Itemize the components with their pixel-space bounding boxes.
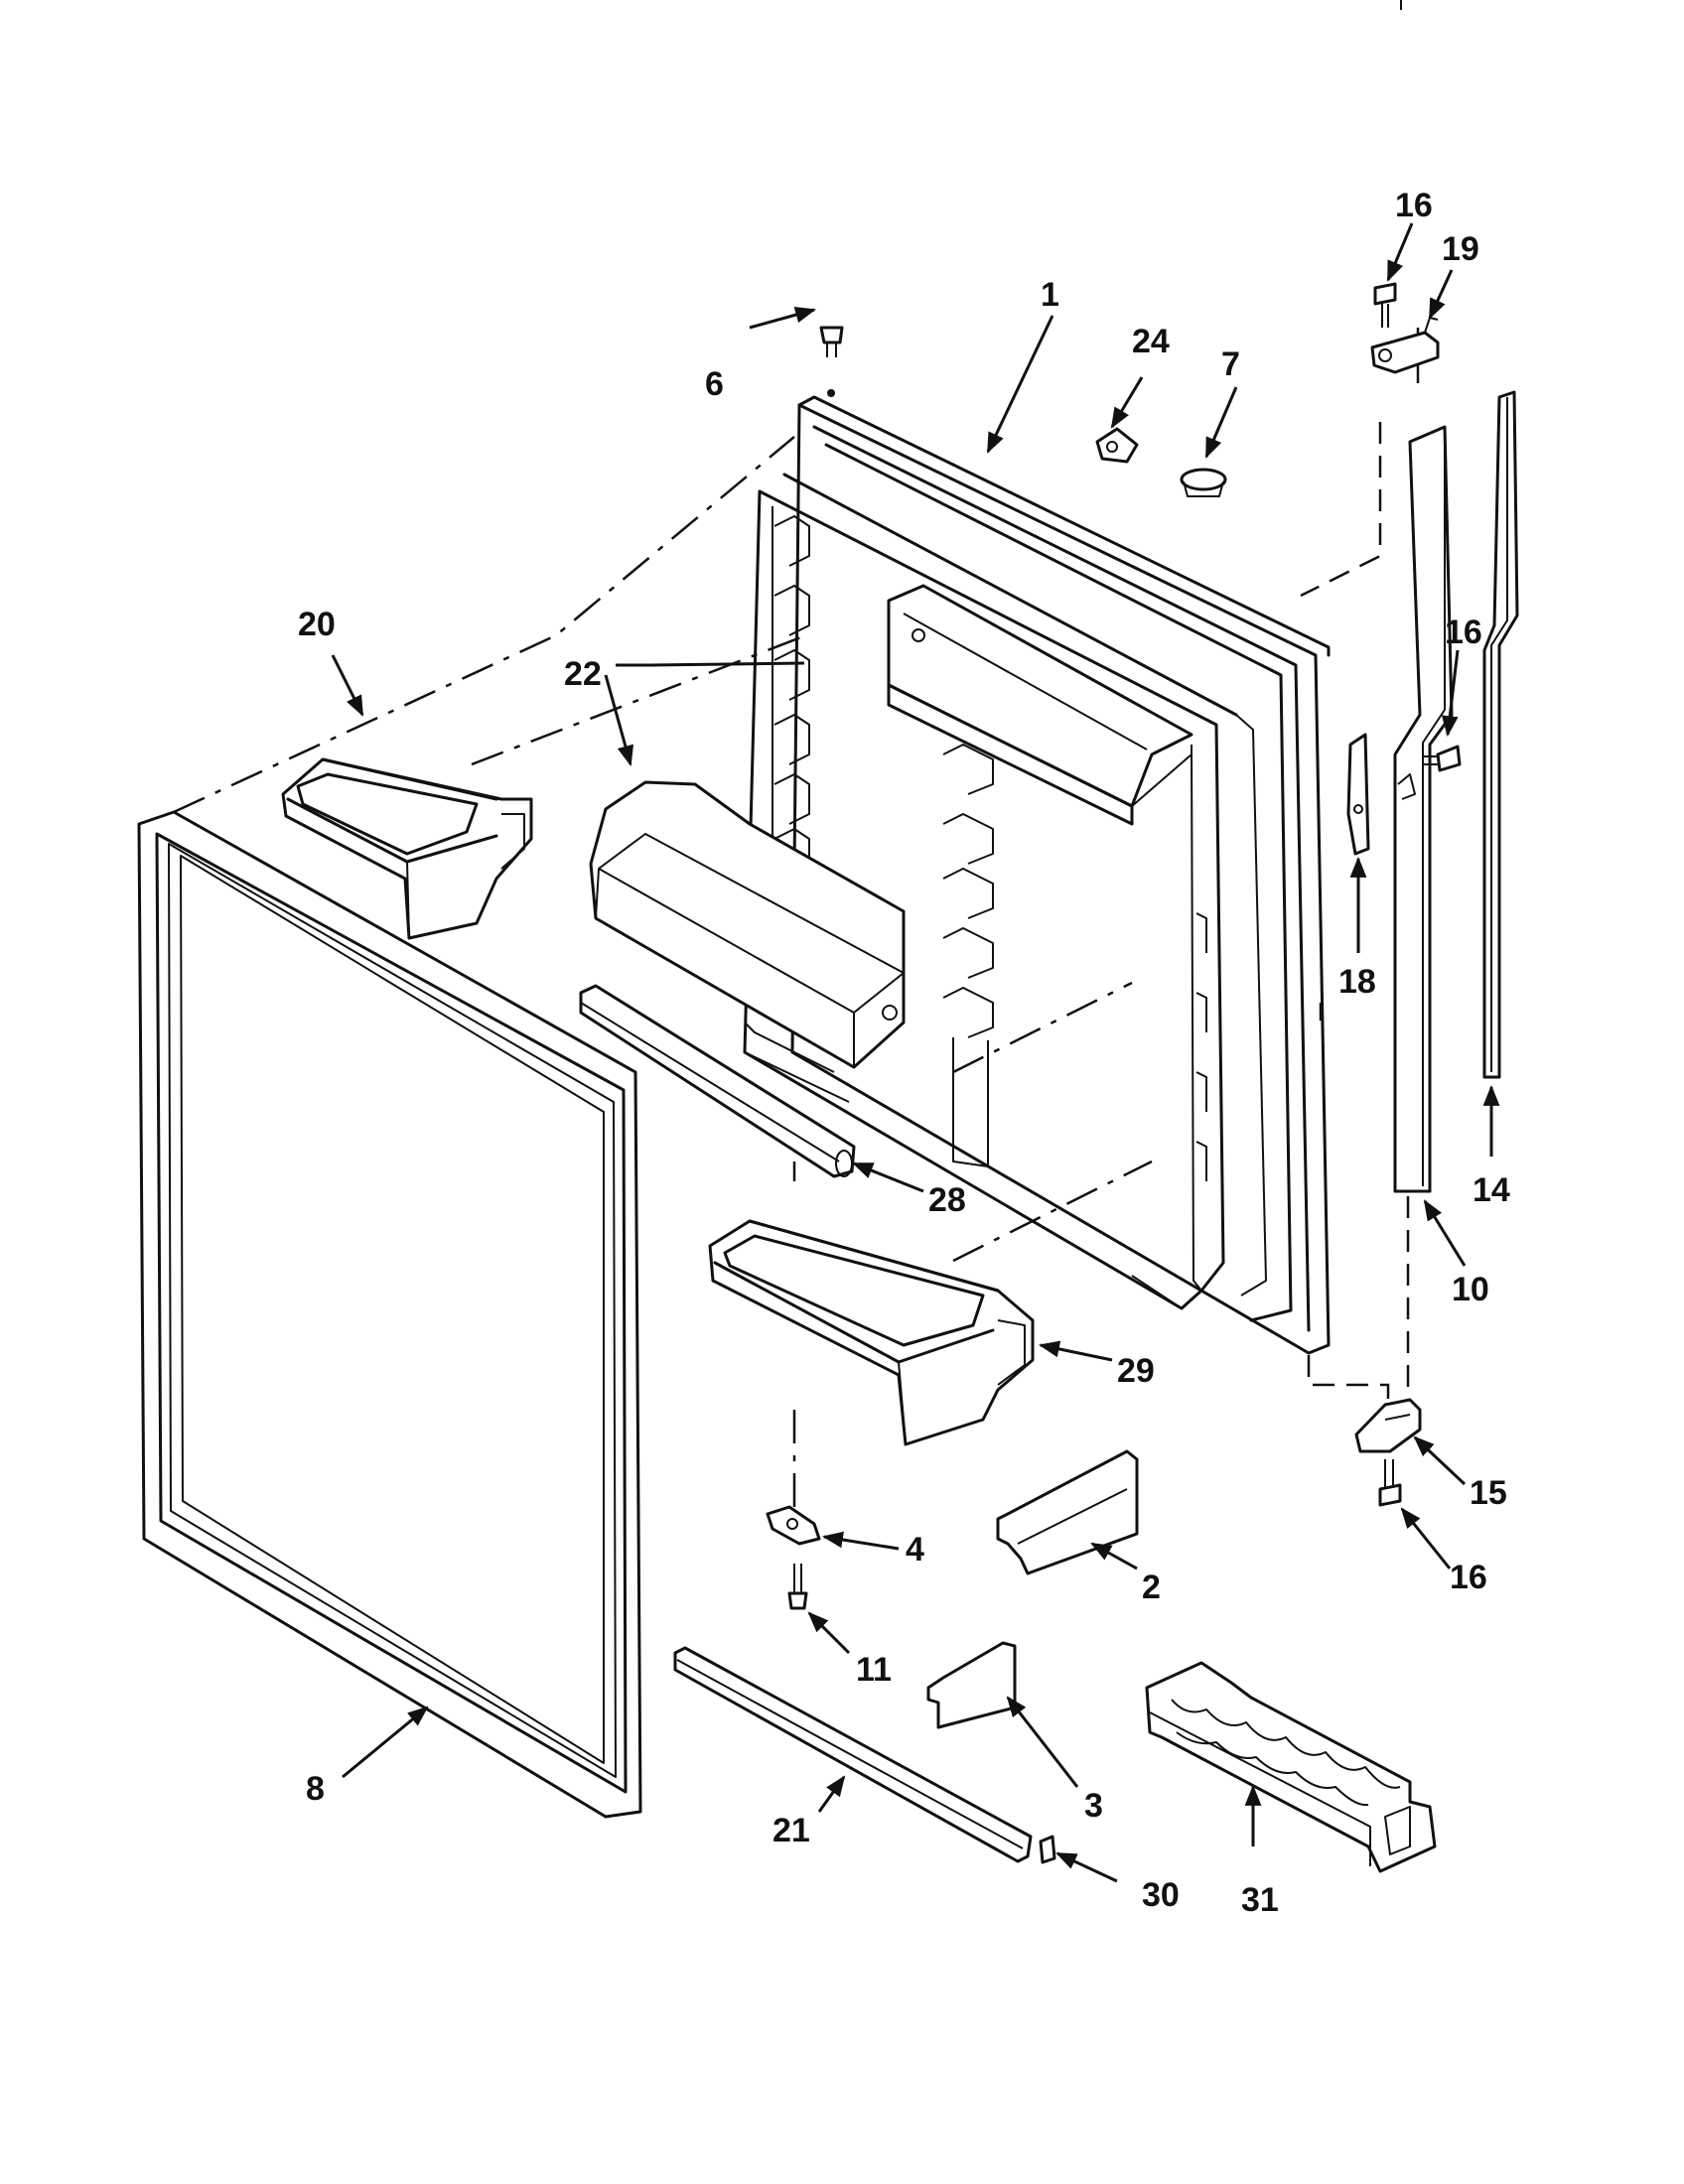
callout-19: 19 — [1442, 230, 1479, 268]
callout-10: 10 — [1452, 1271, 1489, 1308]
callout-4: 4 — [906, 1531, 924, 1569]
callout-labels: 1 2 3 4 6 7 8 10 11 14 15 16 16 16 18 19… — [298, 187, 1510, 1919]
top-hinge-screw — [1373, 282, 1397, 328]
end-cap-30 — [1039, 1835, 1056, 1864]
handle-bracket — [1346, 733, 1416, 856]
callout-24: 24 — [1132, 323, 1170, 360]
callout-2: 2 — [1142, 1569, 1161, 1606]
door-part-2 — [996, 1449, 1139, 1575]
callout-29: 29 — [1117, 1352, 1155, 1390]
bottom-hinge — [1354, 1398, 1422, 1453]
callout-30: 30 — [1142, 1876, 1180, 1914]
door-part-3 — [926, 1641, 1017, 1729]
support-screw-11 — [787, 1564, 808, 1610]
callout-21: 21 — [772, 1812, 810, 1849]
trim-strip-upper — [579, 984, 856, 1178]
door-bin-lower — [708, 1219, 1035, 1446]
callout-22: 22 — [564, 655, 602, 693]
callout-16-bottom: 16 — [1450, 1559, 1487, 1596]
door-handle — [1393, 425, 1454, 1193]
alignment-lines — [173, 328, 1420, 1514]
callout-1: 1 — [1041, 276, 1059, 314]
callout-11: 11 — [856, 1651, 892, 1689]
door-gasket — [137, 810, 642, 1819]
handle-trim — [1482, 390, 1519, 1079]
bottom-hinge-screw — [1378, 1459, 1402, 1507]
callout-15: 15 — [1470, 1474, 1507, 1512]
door-shelf — [589, 780, 906, 1069]
leader-lines — [331, 222, 1500, 1883]
callout-31: 31 — [1241, 1881, 1279, 1919]
callout-28: 28 — [928, 1181, 966, 1219]
door-bin-upper — [281, 757, 533, 940]
callout-14: 14 — [1473, 1171, 1510, 1209]
callout-3: 3 — [1084, 1787, 1103, 1825]
callout-16-middle: 16 — [1445, 614, 1482, 651]
callout-20: 20 — [298, 606, 336, 643]
handle-screw — [1424, 745, 1462, 772]
hinge-pin — [819, 326, 844, 397]
callout-6: 6 — [705, 365, 724, 403]
door-stop-24 — [1095, 427, 1139, 464]
egg-tray — [1145, 1661, 1437, 1873]
callout-7: 7 — [1221, 345, 1240, 383]
callout-8: 8 — [306, 1770, 325, 1808]
callout-18: 18 — [1338, 963, 1376, 1001]
callout-16-top: 16 — [1395, 187, 1433, 224]
door-inner-panel — [743, 395, 1331, 1355]
shelf-support-4 — [766, 1505, 821, 1546]
plug-button-7 — [1180, 468, 1227, 497]
trim-strip-lower — [673, 1646, 1033, 1863]
